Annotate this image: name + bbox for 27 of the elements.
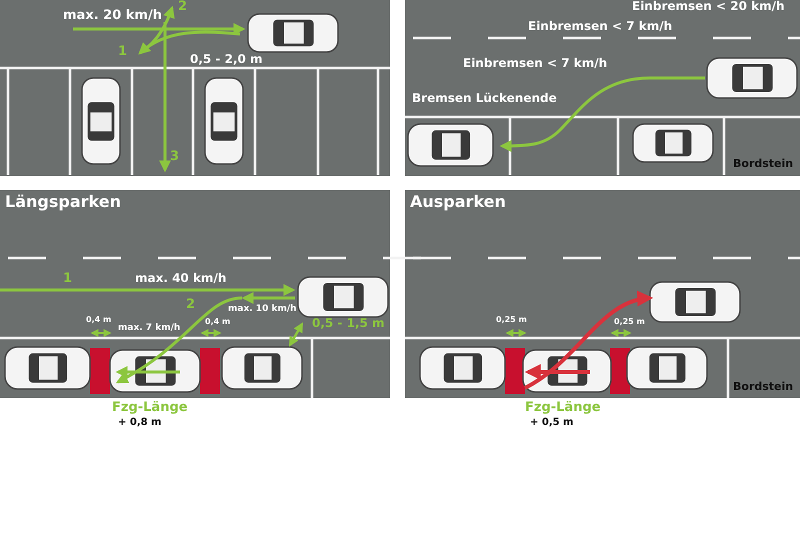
annotation-text: 2: [186, 298, 196, 312]
annotation-text: 3: [170, 150, 180, 164]
annotation-text: Fzg-Länge: [525, 401, 601, 416]
annotation-text: Einbremsen < 7 km/h: [528, 20, 672, 34]
annotation-text: Einbremsen < 20 km/h: [632, 0, 785, 14]
annotation-text: Einbremsen < 7 km/h: [463, 57, 608, 70]
annotation-text: max. 10 km/h: [228, 305, 297, 315]
panel-heading: Längsparken: [5, 193, 121, 211]
annotation-text: Fzg-Länge: [112, 401, 188, 416]
annotation-text: + 0,8 m: [118, 417, 162, 428]
annotation-text: 0,5 - 2,0 m: [190, 53, 263, 66]
annotation-text: max. 7 km/h: [118, 324, 180, 334]
panel-heading: Ausparken: [410, 193, 506, 211]
annotation-text: 0,25 m: [496, 316, 527, 325]
annotation-text: Bordstein: [733, 381, 794, 394]
annotation-text: max. 40 km/h: [135, 272, 226, 286]
annotation-text: 0,4 m: [86, 316, 112, 325]
annotation-text: 0,4 m: [205, 318, 230, 327]
annotation-text: Bremsen Lückenende: [412, 92, 557, 106]
annotation-text: 1: [63, 272, 72, 286]
annotation-text: 2: [178, 0, 188, 14]
annotation-text: max. 20 km/h: [63, 9, 162, 24]
annotation-text: + 0,5 m: [530, 417, 574, 428]
annotation-text: 0,25 m: [614, 318, 645, 327]
annotation-text: Bordstein: [733, 158, 794, 170]
annotation-text: 0,5 - 1,5 m: [312, 317, 385, 330]
annotation-text: 1: [118, 45, 128, 60]
